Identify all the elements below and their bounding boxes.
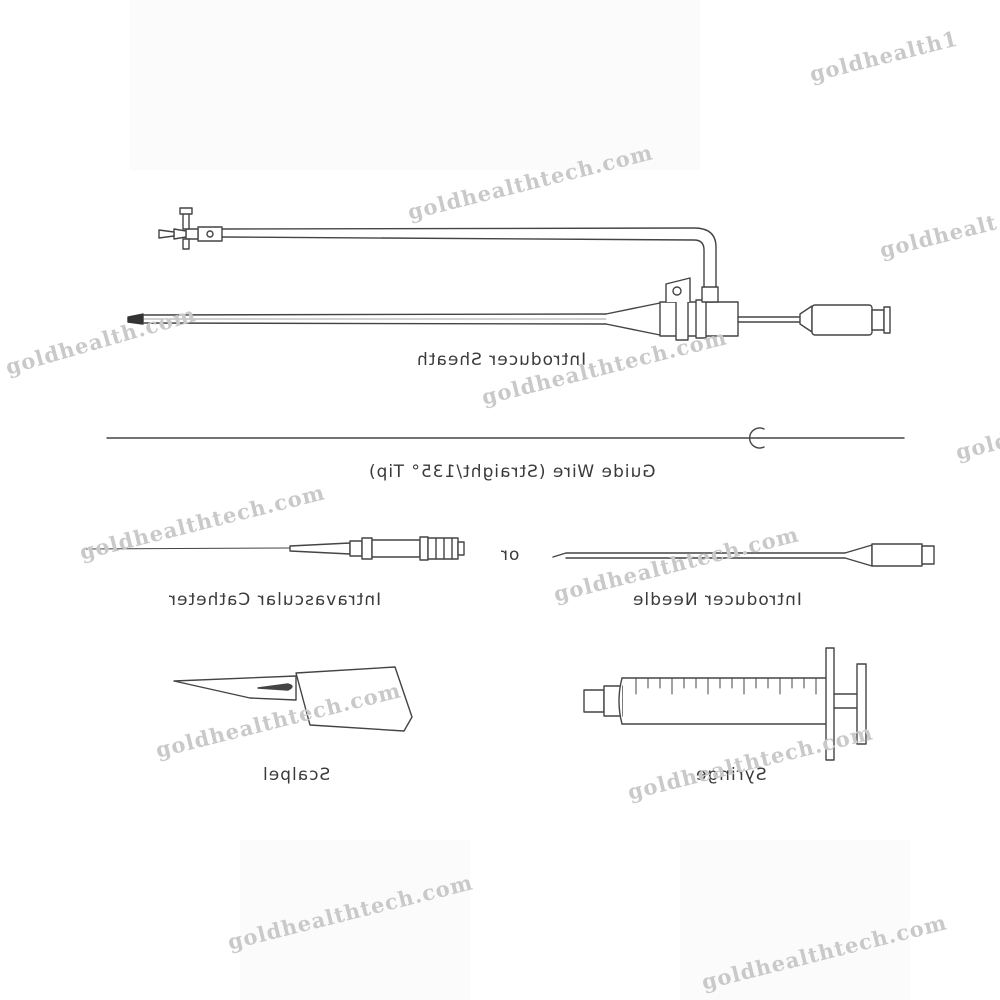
syringe-scale [635,677,817,695]
syringe-drawing [583,647,867,761]
intravascular-catheter-label: Intravascular Catheter [168,590,382,610]
introducer-needle-label: Introducer Needle [632,590,802,610]
intravascular-catheter-drawing [85,536,465,561]
scalpel-label: Scalpel [262,765,331,785]
guide-wire-label: Guide Wire (Straight/135° Tip) [368,462,656,482]
bg-tint [680,840,910,1000]
or-label: or [500,545,520,565]
guide-wire-drawing [106,427,905,449]
introducer-sheath-drawing [127,207,891,341]
bg-tint [240,840,470,1000]
scalpel-drawing [173,666,413,732]
bg-tint [130,0,700,170]
introducer-needle-drawing [552,543,935,567]
